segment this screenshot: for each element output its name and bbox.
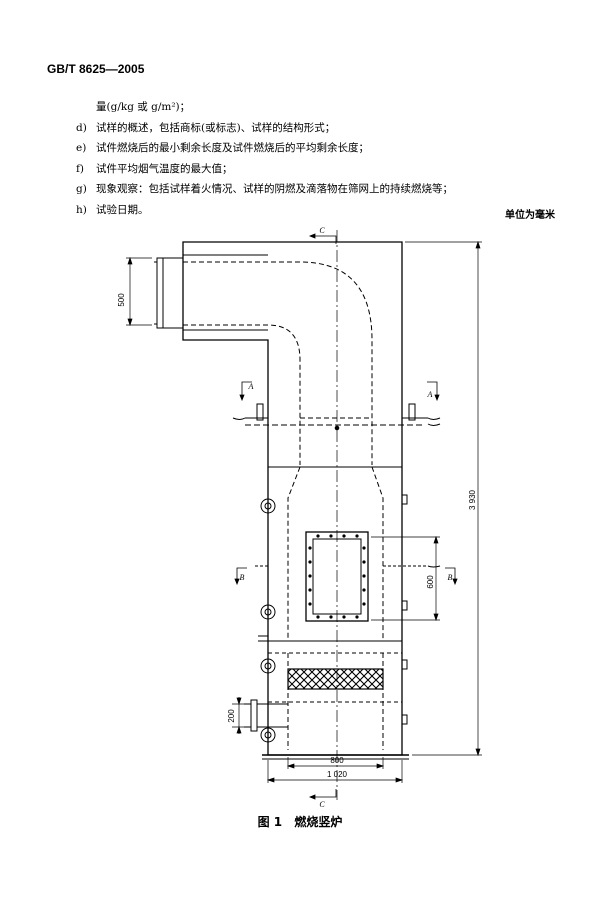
item-marker: h) (76, 203, 87, 216)
dim-total-height (405, 240, 482, 757)
dim-flue-opening (126, 256, 152, 327)
item-text: 试验日期。 (96, 203, 149, 216)
outer-width-label: 1 020 (327, 770, 348, 779)
section-marker-c-top (308, 233, 337, 244)
item-marker: f) (76, 162, 84, 175)
item-text: 试件燃烧后的最小剩余长度及试件燃烧后的平均剩余长度； (96, 142, 369, 154)
window-height-label: 600 (426, 575, 435, 589)
list-item: g) 现象观察：包括试样着火情况、试样的阴燃及滴落物在筛网上的持续燃烧等； (76, 179, 453, 200)
section-label-a-left: A (248, 382, 254, 391)
section-marker-a-left (239, 381, 252, 402)
observation-window (305, 531, 369, 622)
window-bolt (362, 546, 366, 550)
window-bolt (342, 615, 346, 619)
right-fittings (383, 494, 441, 725)
item-marker: e) (76, 142, 87, 154)
center-mark (334, 425, 340, 431)
list-item: 量(g/kg 或 g/m²)； (76, 97, 453, 118)
window-bolt (308, 546, 312, 550)
list-item: f) 试件平均烟气温度的最大值； (76, 159, 453, 180)
figure-number: 图 1 (257, 815, 283, 829)
probe-level-a (232, 403, 441, 426)
window-bolt (329, 534, 333, 538)
window-bolt (342, 534, 346, 538)
window-bolt (329, 615, 333, 619)
standard-header: GB/T 8625—2005 (47, 62, 145, 76)
window-bolt (355, 615, 359, 619)
dim-window-height (371, 535, 440, 622)
section-marker-a-right (427, 381, 440, 402)
window-bolt (308, 560, 312, 564)
section-marker-c-bottom (308, 789, 337, 800)
section-label-b-right: B (448, 573, 453, 582)
item-text: 试件平均烟气温度的最大值； (96, 162, 233, 175)
section-label-a-right: A (427, 390, 433, 399)
section-marker-b-left (234, 567, 247, 586)
section-marker-b-right (445, 567, 458, 586)
list-item: h) 试验日期。 (76, 200, 453, 221)
section-label-c-bottom: C (319, 800, 325, 809)
dim-inlet-height (232, 697, 250, 734)
flue-opening-label: 500 (117, 293, 126, 307)
report-item-list: 量(g/kg 或 g/m²)； d) 试样的概述，包括商标(或标志)、试样的结构… (76, 97, 453, 220)
window-bolt (362, 588, 366, 592)
window-bolt (355, 534, 359, 538)
inner-width-label: 800 (330, 756, 344, 765)
list-item: e) 试件燃烧后的最小剩余长度及试件燃烧后的平均剩余长度； (76, 138, 453, 159)
window-bolt (308, 602, 312, 606)
total-height-label: 3 930 (468, 489, 477, 510)
window-bolt (316, 534, 320, 538)
section-label-b-left: B (240, 573, 245, 582)
window-bolt (362, 574, 366, 578)
item-marker: g) (76, 183, 87, 195)
item-text: 现象观察：包括试样着火情况、试样的阴燃及滴落物在筛网上的持续燃烧等； (96, 183, 453, 195)
section-label-c-top: C (319, 226, 325, 235)
item-marker: d) (76, 121, 87, 134)
left-connectors (255, 498, 276, 743)
list-item: d) 试样的概述，包括商标(或标志)、试样的结构形式； (76, 118, 453, 139)
dim-outer-width (266, 760, 404, 783)
dim-inner-width (286, 757, 385, 769)
unit-note: 单位为毫米 (505, 210, 555, 221)
window-bolts (308, 534, 366, 619)
window-bolt (308, 588, 312, 592)
figure-caption: 图 1 燃烧竖炉 (0, 813, 600, 830)
inlet-height-label: 200 (227, 709, 236, 723)
figure-title: 燃烧竖炉 (294, 815, 343, 829)
gas-inlet-pipe (244, 699, 288, 732)
item-text: 量(g/kg 或 g/m²)； (96, 101, 191, 113)
window-bolt (362, 560, 366, 564)
window-bolt (362, 602, 366, 606)
item-text: 试样的概述，包括商标(或标志)、试样的结构形式； (96, 121, 336, 134)
specimen-mesh (287, 668, 384, 690)
window-bolt (316, 615, 320, 619)
window-bolt (308, 574, 312, 578)
